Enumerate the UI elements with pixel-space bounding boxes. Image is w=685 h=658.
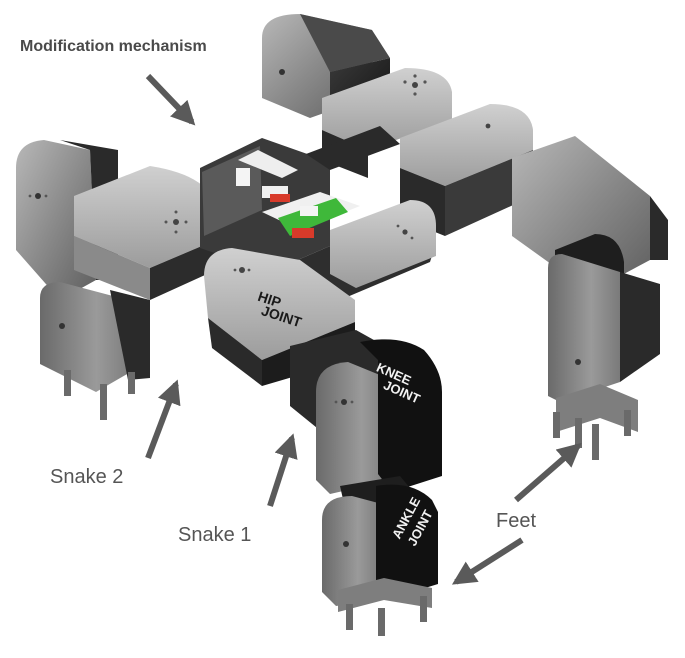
snake-1-label: Snake 1: [178, 524, 252, 546]
snake1-arrow: [267, 433, 298, 507]
feet-arrow-right: [514, 442, 582, 503]
modification-mechanism-label: Modification mechanism: [20, 38, 207, 55]
feet-arrow-left: [451, 537, 524, 585]
right-foot: [553, 384, 638, 460]
front-leg: KNEE JOINT ANKLE JOINT: [290, 330, 442, 636]
snake-2-label: Snake 2: [50, 466, 124, 488]
front-foot: [338, 578, 432, 636]
left-leg: [16, 140, 216, 420]
snake2-arrow: [145, 379, 181, 460]
modification-arrow: [145, 73, 196, 126]
hip-joint-label-line1: HIP: [256, 288, 283, 310]
feet-label: Feet: [496, 510, 537, 532]
right-leg: [512, 136, 668, 460]
callout-arrows: [145, 73, 582, 585]
central-body: [200, 126, 436, 302]
left-foot: [64, 370, 135, 420]
